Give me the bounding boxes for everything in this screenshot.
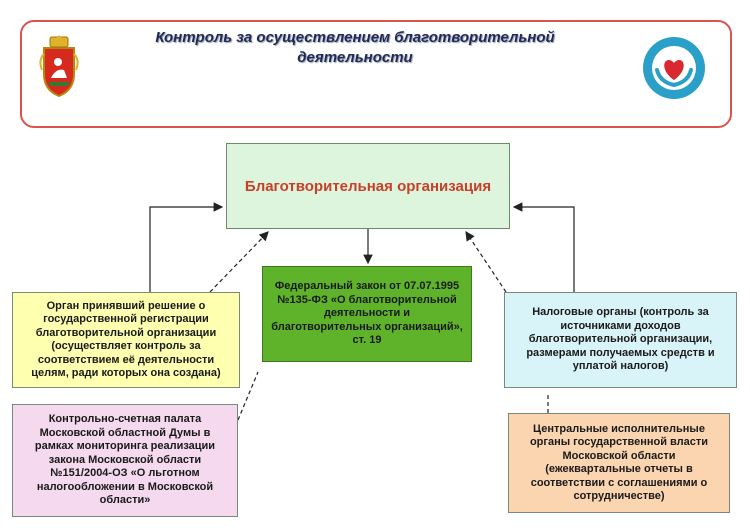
- dashed-line-audit: [237, 371, 259, 421]
- charity-organization-box: Благотворительная организация: [226, 143, 510, 229]
- page-title: Контроль за осуществлением благотворител…: [155, 29, 555, 66]
- moscow-region-coat-of-arms-icon: [39, 35, 79, 98]
- federal-law-box: Федеральный закон от 07.07.1995 №135-ФЗ …: [262, 266, 472, 362]
- dashed-arrow-registration: [209, 231, 269, 293]
- tax-bodies-box: Налоговые органы (контроль за источникам…: [504, 292, 737, 388]
- arrow-registration-to-org: [149, 202, 224, 292]
- dashed-arrow-tax: [465, 231, 507, 293]
- registration-body-box: Орган принявший решение о государственно…: [12, 292, 240, 388]
- charity-heart-hands-icon: [643, 37, 705, 99]
- header-panel: [20, 20, 732, 128]
- executive-bodies-box: Центральные исполнительные органы госуда…: [508, 413, 730, 513]
- arrow-tax-to-org: [512, 202, 575, 292]
- audit-chamber-box: Контрольно-счетная палата Московской обл…: [12, 404, 238, 517]
